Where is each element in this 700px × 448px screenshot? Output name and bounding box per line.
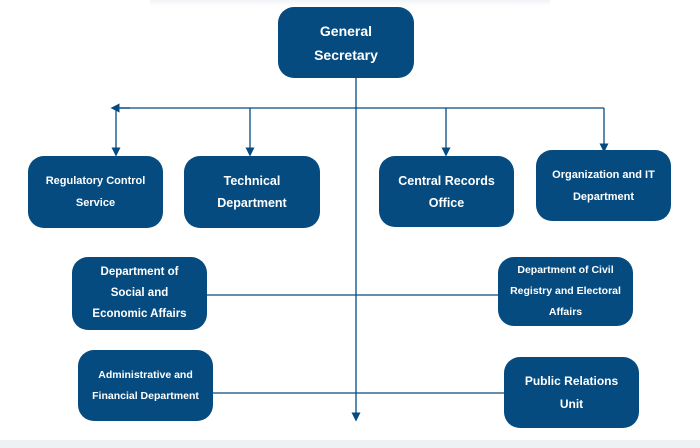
top-shadow [150,0,550,6]
node-organization-it: Organization and IT Department [536,150,671,221]
node-central-records-label: Central Records Office [398,173,495,210]
node-admin-financial-label: Administrative and Financial Department [92,368,199,402]
bottom-strip [0,440,700,448]
node-central-records: Central Records Office [379,156,514,227]
node-technical-label: Technical Department [217,174,287,210]
node-social-economic-label: Department of Social and Economic Affair… [92,266,187,320]
node-technical: Technical Department [184,156,320,228]
node-social-economic: Department of Social and Economic Affair… [72,257,207,330]
node-admin-financial: Administrative and Financial Department [78,350,213,421]
node-civil-registry: Department of Civil Registry and Elector… [498,257,633,326]
node-public-relations: Public Relations Unit [504,357,639,428]
node-regulatory-control: Regulatory Control Service [28,156,163,228]
node-civil-registry-label: Department of Civil Registry and Elector… [510,264,621,318]
node-organization-it-label: Organization and IT Department [552,168,655,203]
node-regulatory-control-label: Regulatory Control Service [45,175,146,209]
node-general-secretary-label: General Secretary [314,22,378,63]
node-public-relations-label: Public Relations Unit [524,373,619,411]
node-general-secretary: General Secretary [278,7,414,78]
